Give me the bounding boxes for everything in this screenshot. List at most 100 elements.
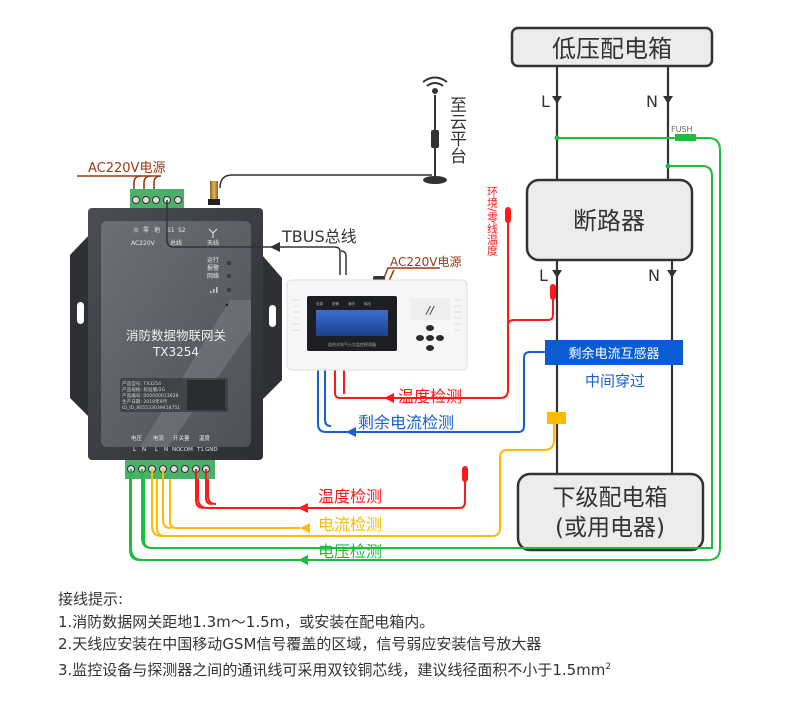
current-detect-label: 电流检测 [318, 515, 382, 534]
temp-detect-bottom-label: 温度检测 [318, 487, 382, 506]
sub-box-line1: 下级配电箱 [553, 485, 668, 511]
low-voltage-box: 低压配电箱 [510, 26, 714, 68]
key-left[interactable] [416, 335, 424, 341]
low-voltage-box-label: 低压配电箱 [552, 35, 672, 63]
detector: 电源 报警 通讯 输出 组合式电气火灾监控探测器 // [286, 279, 468, 371]
env-temp-probe [505, 207, 511, 223]
gateway-nameplate: 产品型号: TX3254 产品规格: 标准版/2G 产品编号: 00000001… [120, 378, 228, 412]
label-neutral: 零 [143, 227, 149, 234]
label-l-bottom: L [539, 266, 548, 285]
residual-arrow-icon [346, 427, 356, 437]
pin-no: NO [172, 447, 181, 453]
detector-lcd [316, 310, 388, 336]
label-ac220v: AC220V [131, 240, 156, 247]
note-item-1: 1.消防数据网关距地1.3m～1.5m，或安装在配电箱内。 [58, 612, 435, 631]
fuse [675, 134, 696, 141]
cloud-antenna [219, 76, 448, 189]
label-s2: S2 [178, 227, 186, 234]
main-lines [555, 66, 674, 474]
sub-box-line2: (或用电器) [555, 515, 665, 541]
current-arrow-icon [300, 523, 310, 533]
label-live: 火 [133, 227, 139, 234]
detector-ind-comm: 通讯 [348, 301, 356, 306]
residual-wires [317, 351, 545, 433]
detector-ind-alarm: 报警 [332, 301, 340, 306]
detector-slash-mark: // [425, 304, 435, 317]
detector-ind-power: 电源 [316, 301, 324, 306]
note-item-3-text: 3.监控设备与探测器之间的通讯线可采用双铰铜芯线，建议线径面积不小于1.5mm [58, 660, 606, 679]
note-item-3: 3.监控设备与探测器之间的通讯线可采用双铰铜芯线，建议线径面积不小于1.5mm2 [58, 656, 611, 682]
line-temp-probe [550, 284, 556, 300]
wifi-icon [422, 76, 448, 94]
junction-l [554, 135, 560, 141]
label-switch: 开关量 [173, 434, 190, 442]
wiring-notes: 接线提示: 1.消防数据网关距地1.3m～1.5m，或安装在配电箱内。 2.天线… [58, 588, 611, 681]
top-temp-wires [334, 218, 554, 399]
detector-ind-output: 输出 [364, 301, 372, 306]
terminal-wire-stubs [130, 469, 213, 561]
label-run: 运行 [207, 256, 219, 264]
residual-current-transformer: 剩余电流互感器 [545, 340, 683, 365]
pass-through-label: 中间穿过 [585, 372, 645, 390]
key-up[interactable] [426, 325, 434, 331]
label-n-top: N [646, 92, 658, 111]
label-antenna: 天线 [207, 239, 219, 247]
key-down[interactable] [426, 345, 434, 351]
detector-power-label: AC220V电源 [390, 255, 462, 269]
gateway-name: 消防数据物联网关 [126, 328, 226, 343]
residual-ct-label: 剩余电流互感器 [568, 346, 659, 362]
voltage-arrow-icon [298, 555, 308, 565]
gateway-power-label: AC220V电源 [88, 161, 165, 176]
label-voltage: 电压 [131, 434, 143, 442]
key-right[interactable] [436, 335, 444, 341]
gateway-bottom-labels: 电压 L N 电流 L N 开关量 NO COM 温度 T1 GND [131, 434, 218, 453]
led-run [225, 259, 233, 267]
cloud-label: 至云平台 [446, 96, 467, 164]
note-item-2: 2.天线应安装在中国移动GSM信号覆盖的区域，信号弱应安装信号放大器 [58, 635, 542, 653]
sub-distribution-box: 下级配电箱 (或用电器) [516, 472, 705, 552]
nameplate-date: 生产日期: 2018年9月 [122, 398, 167, 405]
detector-keypad[interactable] [416, 325, 444, 351]
label-network: 网络 [207, 272, 219, 280]
nameplate-serial: 产品编号: 000000013628 [122, 392, 179, 399]
label-temp: 温度 [199, 434, 211, 442]
antenna-glyph-icon [208, 228, 218, 238]
led-signal [225, 286, 233, 294]
nameplate-spec: 产品规格: 标准版/2G [122, 386, 166, 393]
label-n-bottom: N [648, 266, 660, 285]
env-temp-label: 环境/零线温度 [486, 186, 499, 256]
gateway-model: TX3254 [152, 345, 199, 359]
label-alarm: 报警 [207, 264, 219, 272]
nameplate-id: ID_ID_865533039418751 [122, 405, 180, 411]
temp-detect-top-label: 温度检测 [398, 387, 462, 406]
key-ok[interactable] [426, 335, 434, 341]
label-ground: 地 [154, 226, 160, 234]
label-bus: 总线 [170, 239, 182, 247]
led-network [225, 272, 233, 280]
nameplate-model: 产品型号: TX3254 [122, 380, 161, 387]
pin-i-l: L [155, 447, 159, 453]
sma-connector [210, 181, 218, 201]
current-sensor [547, 412, 566, 424]
voltage-detect-label: 电压检测 [318, 542, 382, 561]
tbus-label: TBUS总线 [281, 227, 357, 246]
gateway-leds [225, 259, 233, 294]
gateway-left-ear [70, 232, 92, 420]
pin-i-n: N [164, 447, 168, 453]
label-l-top: L [541, 92, 550, 111]
breaker-label: 断路器 [573, 207, 645, 235]
label-s1: S1 [167, 227, 175, 234]
line-arrows [552, 96, 677, 278]
note-item-3-superscript: 2 [605, 661, 612, 672]
signal-bars-icon [210, 287, 218, 293]
residual-detect-label: 剩余电流检测 [358, 413, 454, 432]
temp-probe-bottom [462, 466, 468, 482]
pin-v-n: N [142, 447, 146, 453]
gateway-right-ear [262, 255, 282, 400]
gateway-bottom-terminal [125, 460, 215, 479]
notes-title: 接线提示: [58, 590, 124, 608]
gateway-power-group: 火 零 地 AC220V S1 S2 总线 天线 运行 报警 网络 [131, 226, 219, 280]
gateway-top-terminal [130, 189, 184, 208]
tbus-arrow-icon [270, 242, 280, 252]
